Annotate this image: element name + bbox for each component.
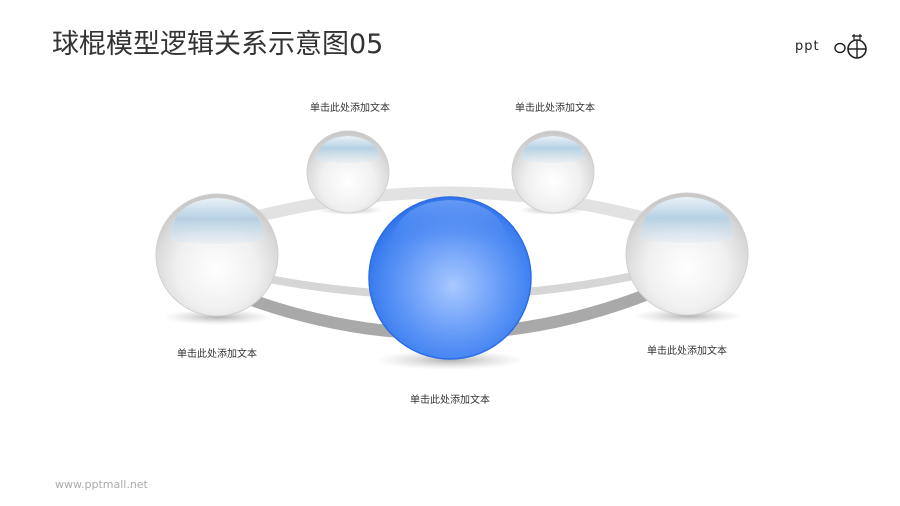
node-label-left[interactable]: 单击此处添加文本 [177, 349, 257, 360]
ball-center [368, 196, 532, 360]
logo-text: ppt [795, 39, 820, 54]
node-label-top-right[interactable]: 单击此处添加文本 [515, 103, 595, 114]
node-label-right[interactable]: 单击此处添加文本 [647, 346, 727, 357]
page-title: 球棍模型逻辑关系示意图05 [52, 29, 384, 60]
ball-top-left [306, 130, 390, 214]
brand-logo: ppt [795, 33, 875, 63]
alarm-clock-icon [834, 34, 867, 59]
footer-url: www.pptmall.net [55, 478, 148, 491]
ball-top-right [511, 130, 595, 214]
node-label-center[interactable]: 单击此处添加文本 [410, 395, 490, 406]
node-label-top-left[interactable]: 单击此处添加文本 [310, 103, 390, 114]
ball-left [155, 193, 279, 317]
ring-upper-band [223, 186, 672, 231]
ball-right [625, 192, 749, 316]
